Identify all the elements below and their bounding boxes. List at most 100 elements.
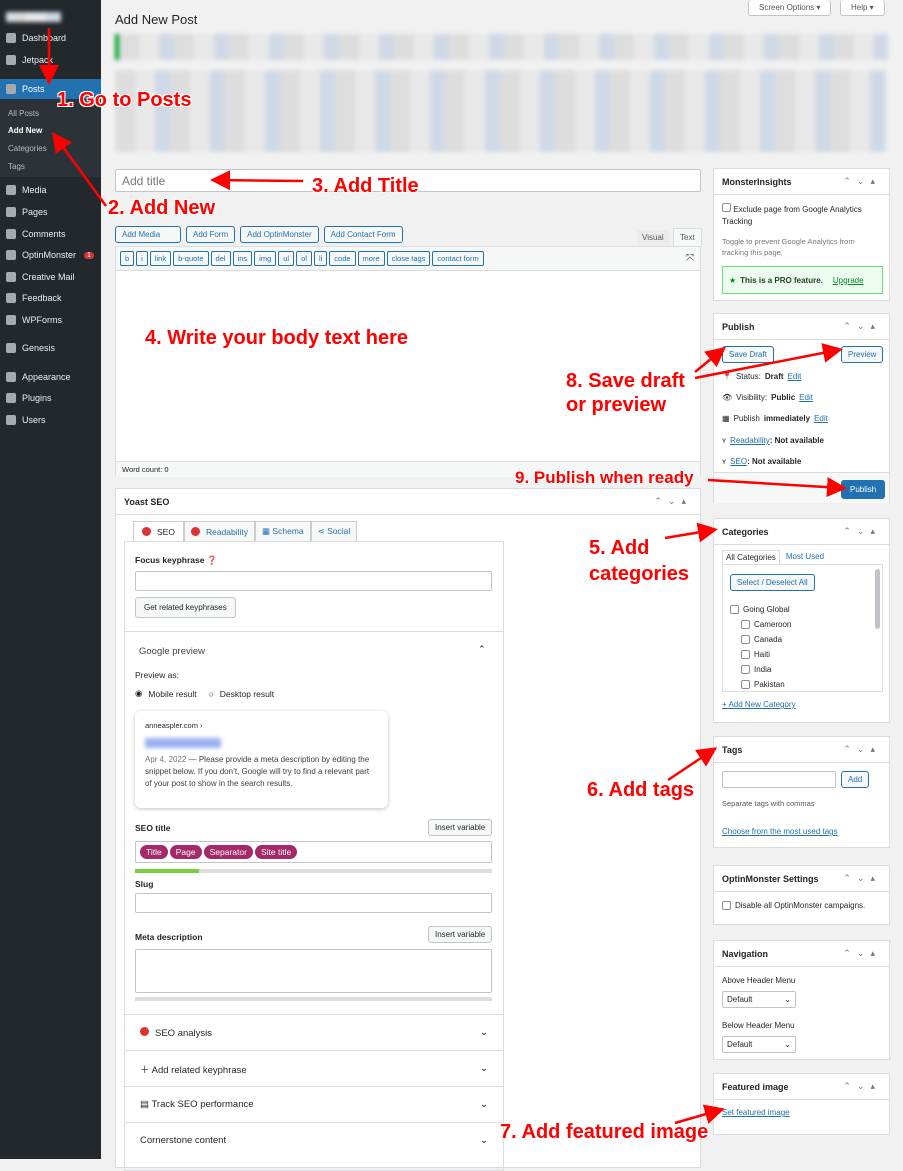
sidebar-item-creative-mail[interactable]: Creative Mail [0, 267, 101, 287]
scrollbar[interactable] [875, 569, 880, 629]
add-new-category-link[interactable]: + Add New Category [722, 700, 796, 709]
disable-campaigns-checkbox[interactable] [722, 901, 731, 910]
quicktag-i[interactable]: i [136, 251, 148, 266]
above-header-select[interactable]: Default⌄ [722, 991, 796, 1008]
quicktag-link[interactable]: link [149, 251, 172, 266]
category-checkbox[interactable] [730, 605, 739, 614]
get-related-keyphrases-button[interactable]: Get related keyphrases [135, 597, 236, 618]
category-item[interactable]: Haiti [741, 650, 770, 659]
sidebar-item-users[interactable]: Users [0, 410, 101, 430]
google-snippet-card[interactable]: anneaspler.com › Apr 4, 2022 — Please pr… [135, 711, 388, 808]
pill-site-title[interactable]: Site title [254, 845, 298, 859]
choose-tags-link[interactable]: Choose from the most used tags [722, 827, 838, 836]
meta-description-input[interactable] [135, 949, 492, 993]
sidebar-item-appearance[interactable]: Appearance [0, 367, 101, 387]
box-controls[interactable]: ⌃⌄▴ [843, 526, 881, 536]
sidebar-item-dashboard[interactable]: Dashboard [0, 28, 101, 48]
section-seo-analysis[interactable]: SEO analysis⌄ [124, 1014, 504, 1050]
box-controls[interactable]: ⌃⌄▴ [843, 1081, 881, 1091]
category-checkbox[interactable] [741, 680, 750, 689]
fullscreen-icon[interactable]: ⤧ [686, 253, 694, 264]
section-track-seo[interactable]: ▤ Track SEO performance⌄ [124, 1086, 504, 1122]
box-controls[interactable]: ⌃⌄▴ [654, 496, 692, 506]
category-item[interactable]: Going Global [730, 605, 790, 614]
quicktag-ol[interactable]: ol [296, 251, 312, 266]
submenu-add-new[interactable]: Add New [8, 126, 43, 135]
insert-variable-button-2[interactable]: Insert variable [428, 926, 493, 943]
edit-status-link[interactable]: Edit [787, 372, 802, 381]
tab-text[interactable]: Text [673, 228, 702, 246]
sidebar-item-pages[interactable]: Pages [0, 202, 101, 222]
box-controls[interactable]: ⌃⌄▴ [843, 744, 881, 754]
sidebar-item-posts[interactable]: Posts [0, 79, 101, 99]
pill-separator[interactable]: Separator [203, 845, 253, 859]
exclude-checkbox[interactable] [722, 203, 731, 212]
help-button[interactable]: Help ▾ [840, 0, 885, 16]
upgrade-link[interactable]: Upgrade [832, 275, 864, 285]
pill-page[interactable]: Page [169, 845, 202, 859]
insert-variable-button[interactable]: Insert variable [428, 819, 493, 836]
sidebar-item-genesis[interactable]: Genesis [0, 338, 101, 358]
submenu-categories[interactable]: Categories [8, 144, 47, 153]
category-checkbox[interactable] [741, 665, 750, 674]
add-tag-button[interactable]: Add [841, 771, 870, 788]
section-add-related-keyphrase[interactable]: ＋ Add related keyphrase⌄ [124, 1050, 504, 1086]
quicktag-b-quote[interactable]: b-quote [173, 251, 209, 266]
box-controls[interactable]: ⌃⌄▴ [843, 176, 881, 186]
set-featured-image-link[interactable]: Set featured image [722, 1108, 790, 1117]
mobile-radio[interactable]: ◉ [135, 688, 143, 698]
quicktag-code[interactable]: code [329, 251, 356, 266]
screen-options-button[interactable]: Screen Options ▾ [748, 0, 832, 16]
select-deselect-all-button[interactable]: Select / Deselect All [730, 574, 815, 591]
section-cornerstone[interactable]: Cornerstone content⌄ [124, 1122, 504, 1158]
slug-input[interactable] [135, 893, 492, 913]
tab-most-used[interactable]: Most Used [785, 552, 825, 561]
desktop-radio[interactable]: ○ [208, 688, 214, 699]
submenu-all-posts[interactable]: All Posts [8, 109, 40, 118]
google-preview-heading[interactable]: Google preview [139, 646, 206, 657]
tag-input[interactable] [722, 771, 836, 788]
quicktag-ul[interactable]: ul [278, 251, 295, 266]
tab-visual[interactable]: Visual [637, 230, 669, 245]
edit-date-link[interactable]: Edit [814, 414, 828, 423]
add-contact-form-button[interactable]: Add Contact Form [323, 226, 403, 243]
seo-link[interactable]: SEO [730, 457, 748, 466]
quicktag-li[interactable]: li [313, 251, 328, 266]
sidebar-item-wpforms[interactable]: WPForms [0, 310, 101, 330]
tab-all-categories[interactable]: All Categories [722, 550, 780, 564]
add-media-button[interactable]: Add Media [115, 226, 181, 243]
sidebar-item-plugins[interactable]: Plugins [0, 388, 101, 408]
pill-title[interactable]: Title [140, 845, 168, 859]
sidebar-item-comments[interactable]: Comments [0, 224, 101, 244]
tab-schema[interactable]: ▦ Schema [255, 521, 311, 542]
add-optinmonster-button[interactable]: Add OptinMonster [240, 226, 319, 243]
add-form-button[interactable]: Add Form [186, 226, 236, 243]
box-controls[interactable]: ⌃⌄▴ [843, 321, 881, 331]
edit-visibility-link[interactable]: Edit [799, 393, 813, 402]
quicktag-ins[interactable]: ins [232, 251, 253, 266]
quicktag-close-tags[interactable]: close tags [386, 251, 431, 266]
readability-link[interactable]: Readability [730, 436, 770, 445]
category-checkbox[interactable] [741, 650, 750, 659]
post-title-input[interactable]: Add title [115, 169, 701, 192]
quicktag-more[interactable]: more [357, 251, 385, 266]
category-item[interactable]: Cameroon [741, 620, 791, 629]
sidebar-item-jetpack[interactable]: Jetpack [0, 50, 101, 70]
category-item[interactable]: Canada [741, 635, 782, 644]
category-checkbox[interactable] [741, 635, 750, 644]
chevron-up-icon[interactable]: ⌃ [478, 644, 486, 654]
below-header-select[interactable]: Default⌄ [722, 1036, 796, 1053]
focus-keyphrase-input[interactable] [135, 571, 492, 591]
quicktag-img[interactable]: img [254, 251, 277, 266]
category-item[interactable]: India [741, 665, 771, 674]
box-controls[interactable]: ⌃⌄▴ [843, 873, 881, 883]
submenu-tags[interactable]: Tags [8, 162, 25, 171]
sidebar-item-feedback[interactable]: Feedback [0, 288, 101, 308]
quicktag-contact-form[interactable]: contact form [432, 251, 484, 266]
sidebar-item-media[interactable]: Media [0, 180, 101, 200]
category-item[interactable]: Pakistan [741, 680, 785, 689]
quicktag-del[interactable]: del [210, 251, 231, 266]
category-checkbox[interactable] [741, 620, 750, 629]
